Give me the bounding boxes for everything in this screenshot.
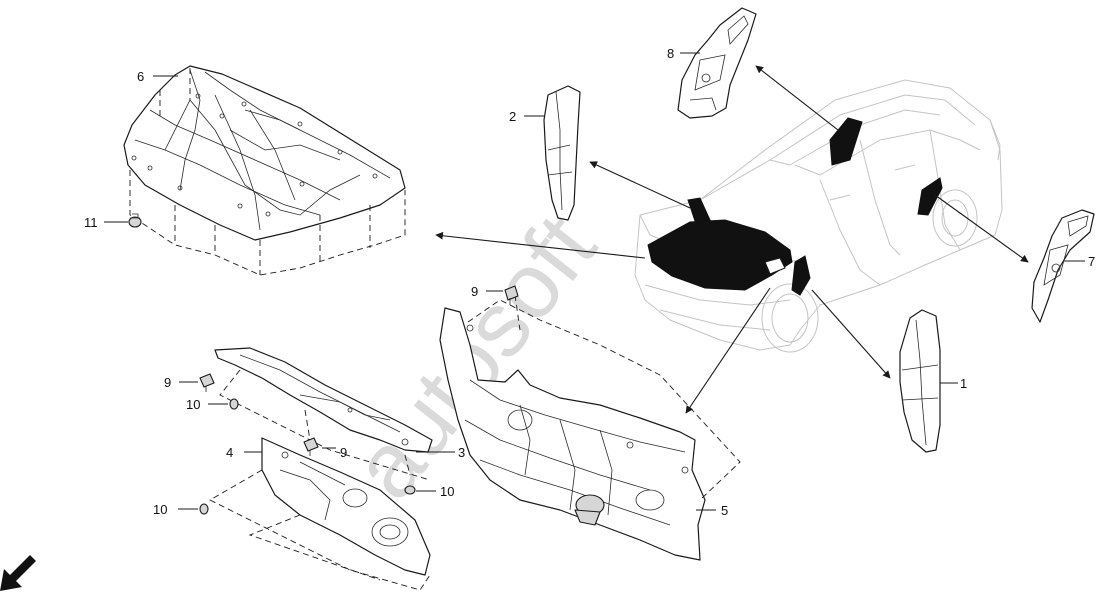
callout-10-lower: 10	[153, 502, 167, 517]
callout-6: 6	[137, 69, 144, 84]
callout-10-upper: 10	[186, 397, 200, 412]
part-6-hood-insulator	[123, 65, 406, 276]
part-7-wheelhouse-insulator	[1031, 209, 1095, 323]
callout-4: 4	[226, 445, 233, 460]
part-11-clip	[128, 213, 142, 228]
callout-1: 1	[960, 376, 967, 391]
front-direction-arrow-icon	[0, 555, 36, 591]
part-2-side-insulator	[543, 85, 581, 221]
callout-9-left: 9	[164, 375, 171, 390]
fastener-9-clip-c	[303, 437, 319, 456]
part-8-wheelhouse-insulator	[677, 7, 757, 119]
fastener-10-clip-a	[229, 398, 239, 410]
fastener-9-clip-a	[504, 285, 519, 305]
callout-7: 7	[1088, 254, 1095, 269]
leader-lines	[104, 52, 1085, 511]
callout-9-top: 9	[471, 284, 478, 299]
part-1-side-insulator	[899, 309, 941, 453]
callout-2: 2	[509, 109, 516, 124]
fastener-9-clip-b	[199, 373, 215, 392]
fastener-10-clip-b	[404, 485, 416, 495]
callout-3: 3	[458, 445, 465, 460]
callout-9-center: 9	[340, 445, 347, 460]
fastener-10-clip-c	[199, 503, 209, 515]
callout-10-middle: 10	[440, 484, 454, 499]
callout-5: 5	[721, 503, 728, 518]
callout-8: 8	[667, 46, 674, 61]
vehicle-engine-bay-highlight	[647, 117, 943, 296]
vehicle-outline	[634, 79, 1003, 353]
part-3-cowl-insulator	[214, 347, 433, 481]
callout-11: 11	[84, 215, 98, 230]
location-arrows	[435, 65, 1029, 414]
part-5-dash-panel-insulator	[439, 294, 741, 561]
part-4-dash-lower-insulator	[209, 437, 431, 591]
